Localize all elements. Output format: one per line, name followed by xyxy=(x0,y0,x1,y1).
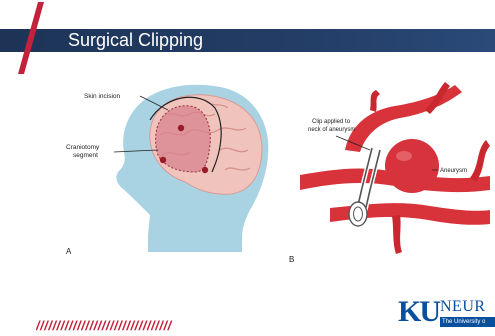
aneurysm-highlight xyxy=(396,151,412,161)
burr-hole-1 xyxy=(178,125,184,131)
clip-label-line1: Clip applied to xyxy=(312,119,351,125)
clip-label-line2: neck of aneurysm xyxy=(308,127,355,133)
panel-b-letter: B xyxy=(289,255,294,264)
panel-b-illustration: Clip applied to neck of aneurysm Aneurys… xyxy=(289,82,490,264)
craniotomy-label-line2: segment xyxy=(73,152,98,159)
panel-a-illustration: Skin incision Craniotomy segment A xyxy=(66,85,268,256)
craniotomy-label-line1: Craniotomy xyxy=(66,144,100,151)
panel-a-letter: A xyxy=(66,247,72,256)
burr-hole-2 xyxy=(160,157,166,163)
ku-logo-subtitle: The University o xyxy=(440,317,495,327)
right-curl-branch xyxy=(470,140,490,182)
burr-hole-3 xyxy=(202,167,208,173)
aneurysm-label: Aneurysm xyxy=(440,168,467,174)
ku-logo-word: NEUR xyxy=(440,298,486,316)
lower-branch xyxy=(392,215,402,254)
ku-logo-mark: KU xyxy=(398,294,439,330)
top-curl-branch xyxy=(370,90,380,112)
footer-slashes: ///////////////////////////////// xyxy=(36,318,301,334)
ku-logo: KU NEUR The University o xyxy=(398,294,495,336)
skin-incision-label: Skin incision xyxy=(84,93,121,100)
aneurysm-sac xyxy=(385,139,439,193)
